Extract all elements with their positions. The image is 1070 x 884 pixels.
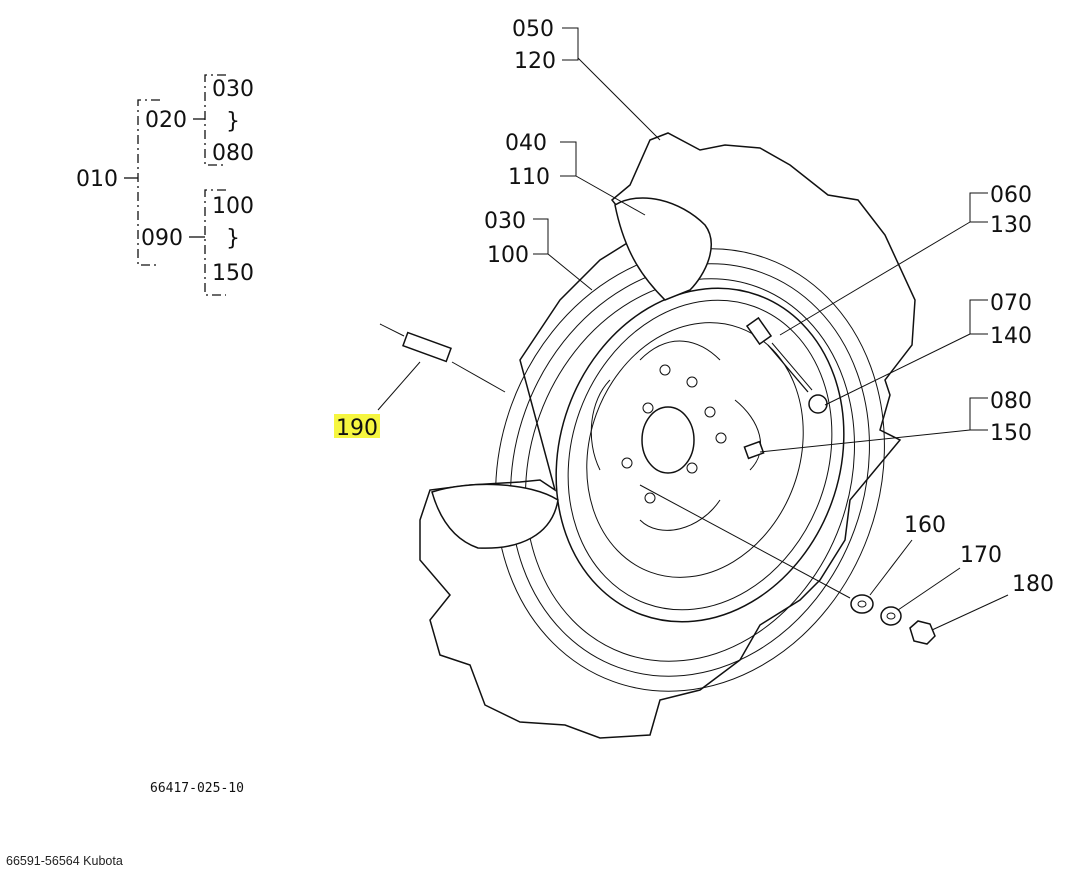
- callout-140[interactable]: 140: [990, 324, 1032, 349]
- tree-b-top-label[interactable]: 100: [212, 194, 254, 219]
- callout-050[interactable]: 050: [512, 17, 554, 42]
- callout-150[interactable]: 150: [990, 421, 1032, 446]
- tree-b-bottom-label[interactable]: 150: [212, 261, 254, 286]
- callout-leaders: [377, 27, 1009, 631]
- callout-170[interactable]: 170: [960, 543, 1002, 568]
- callout-110[interactable]: 110: [508, 165, 550, 190]
- hex-nut: [909, 620, 936, 645]
- wheel-drawing: [379, 132, 936, 739]
- tree-a-range-glyph: }: [226, 109, 240, 134]
- callout-130[interactable]: 130: [990, 213, 1032, 238]
- sidewall-ring-3: [525, 278, 855, 662]
- footer-caption: 66591-56564 Kubota: [6, 854, 123, 868]
- lug-section-top: [614, 197, 712, 301]
- callout-040[interactable]: 040: [505, 131, 547, 156]
- callout-060[interactable]: 060: [990, 183, 1032, 208]
- callout-080[interactable]: 080: [990, 389, 1032, 414]
- sidewall-ring-outer: [495, 248, 885, 692]
- washer-flat: [850, 594, 874, 614]
- lug-section-left: [431, 483, 559, 549]
- bolt-holes: [621, 364, 727, 504]
- assembly-tree: 010 020 090 030 } 080 100 } 150: [76, 74, 254, 296]
- callout-190-highlight: [334, 414, 380, 438]
- tree-b-range-glyph: }: [226, 226, 240, 251]
- rim-flange: [567, 299, 833, 611]
- callout-100[interactable]: 100: [487, 243, 529, 268]
- tree-a-bottom-label[interactable]: 080: [212, 141, 254, 166]
- callout-180[interactable]: 180: [1012, 572, 1054, 597]
- disc-spokes: [590, 340, 762, 531]
- balance-block: [743, 440, 765, 460]
- callout-160[interactable]: 160: [904, 513, 946, 538]
- callout-070[interactable]: 070: [990, 291, 1032, 316]
- tree-branch-a-label[interactable]: 020: [145, 108, 187, 133]
- valve-stem: [745, 316, 828, 414]
- callout-120[interactable]: 120: [514, 49, 556, 74]
- drawing-number: 66417-025-10: [150, 781, 244, 796]
- rim-outer: [555, 287, 845, 623]
- washer-spring: [880, 606, 902, 626]
- callout-labels: 050 120 040 110 030 100 060 130 070 140 …: [334, 17, 1054, 597]
- rim-inner: [586, 322, 804, 578]
- hub-center: [641, 406, 695, 474]
- tree-branch-b-label[interactable]: 090: [141, 226, 183, 251]
- tree-a-top-label[interactable]: 030: [212, 77, 254, 102]
- callout-190[interactable]: 190: [336, 416, 378, 441]
- tree-root-label[interactable]: 010: [76, 167, 118, 192]
- stud-bolt: [379, 323, 506, 393]
- sidewall-ring-2: [510, 263, 870, 677]
- callout-030[interactable]: 030: [484, 209, 526, 234]
